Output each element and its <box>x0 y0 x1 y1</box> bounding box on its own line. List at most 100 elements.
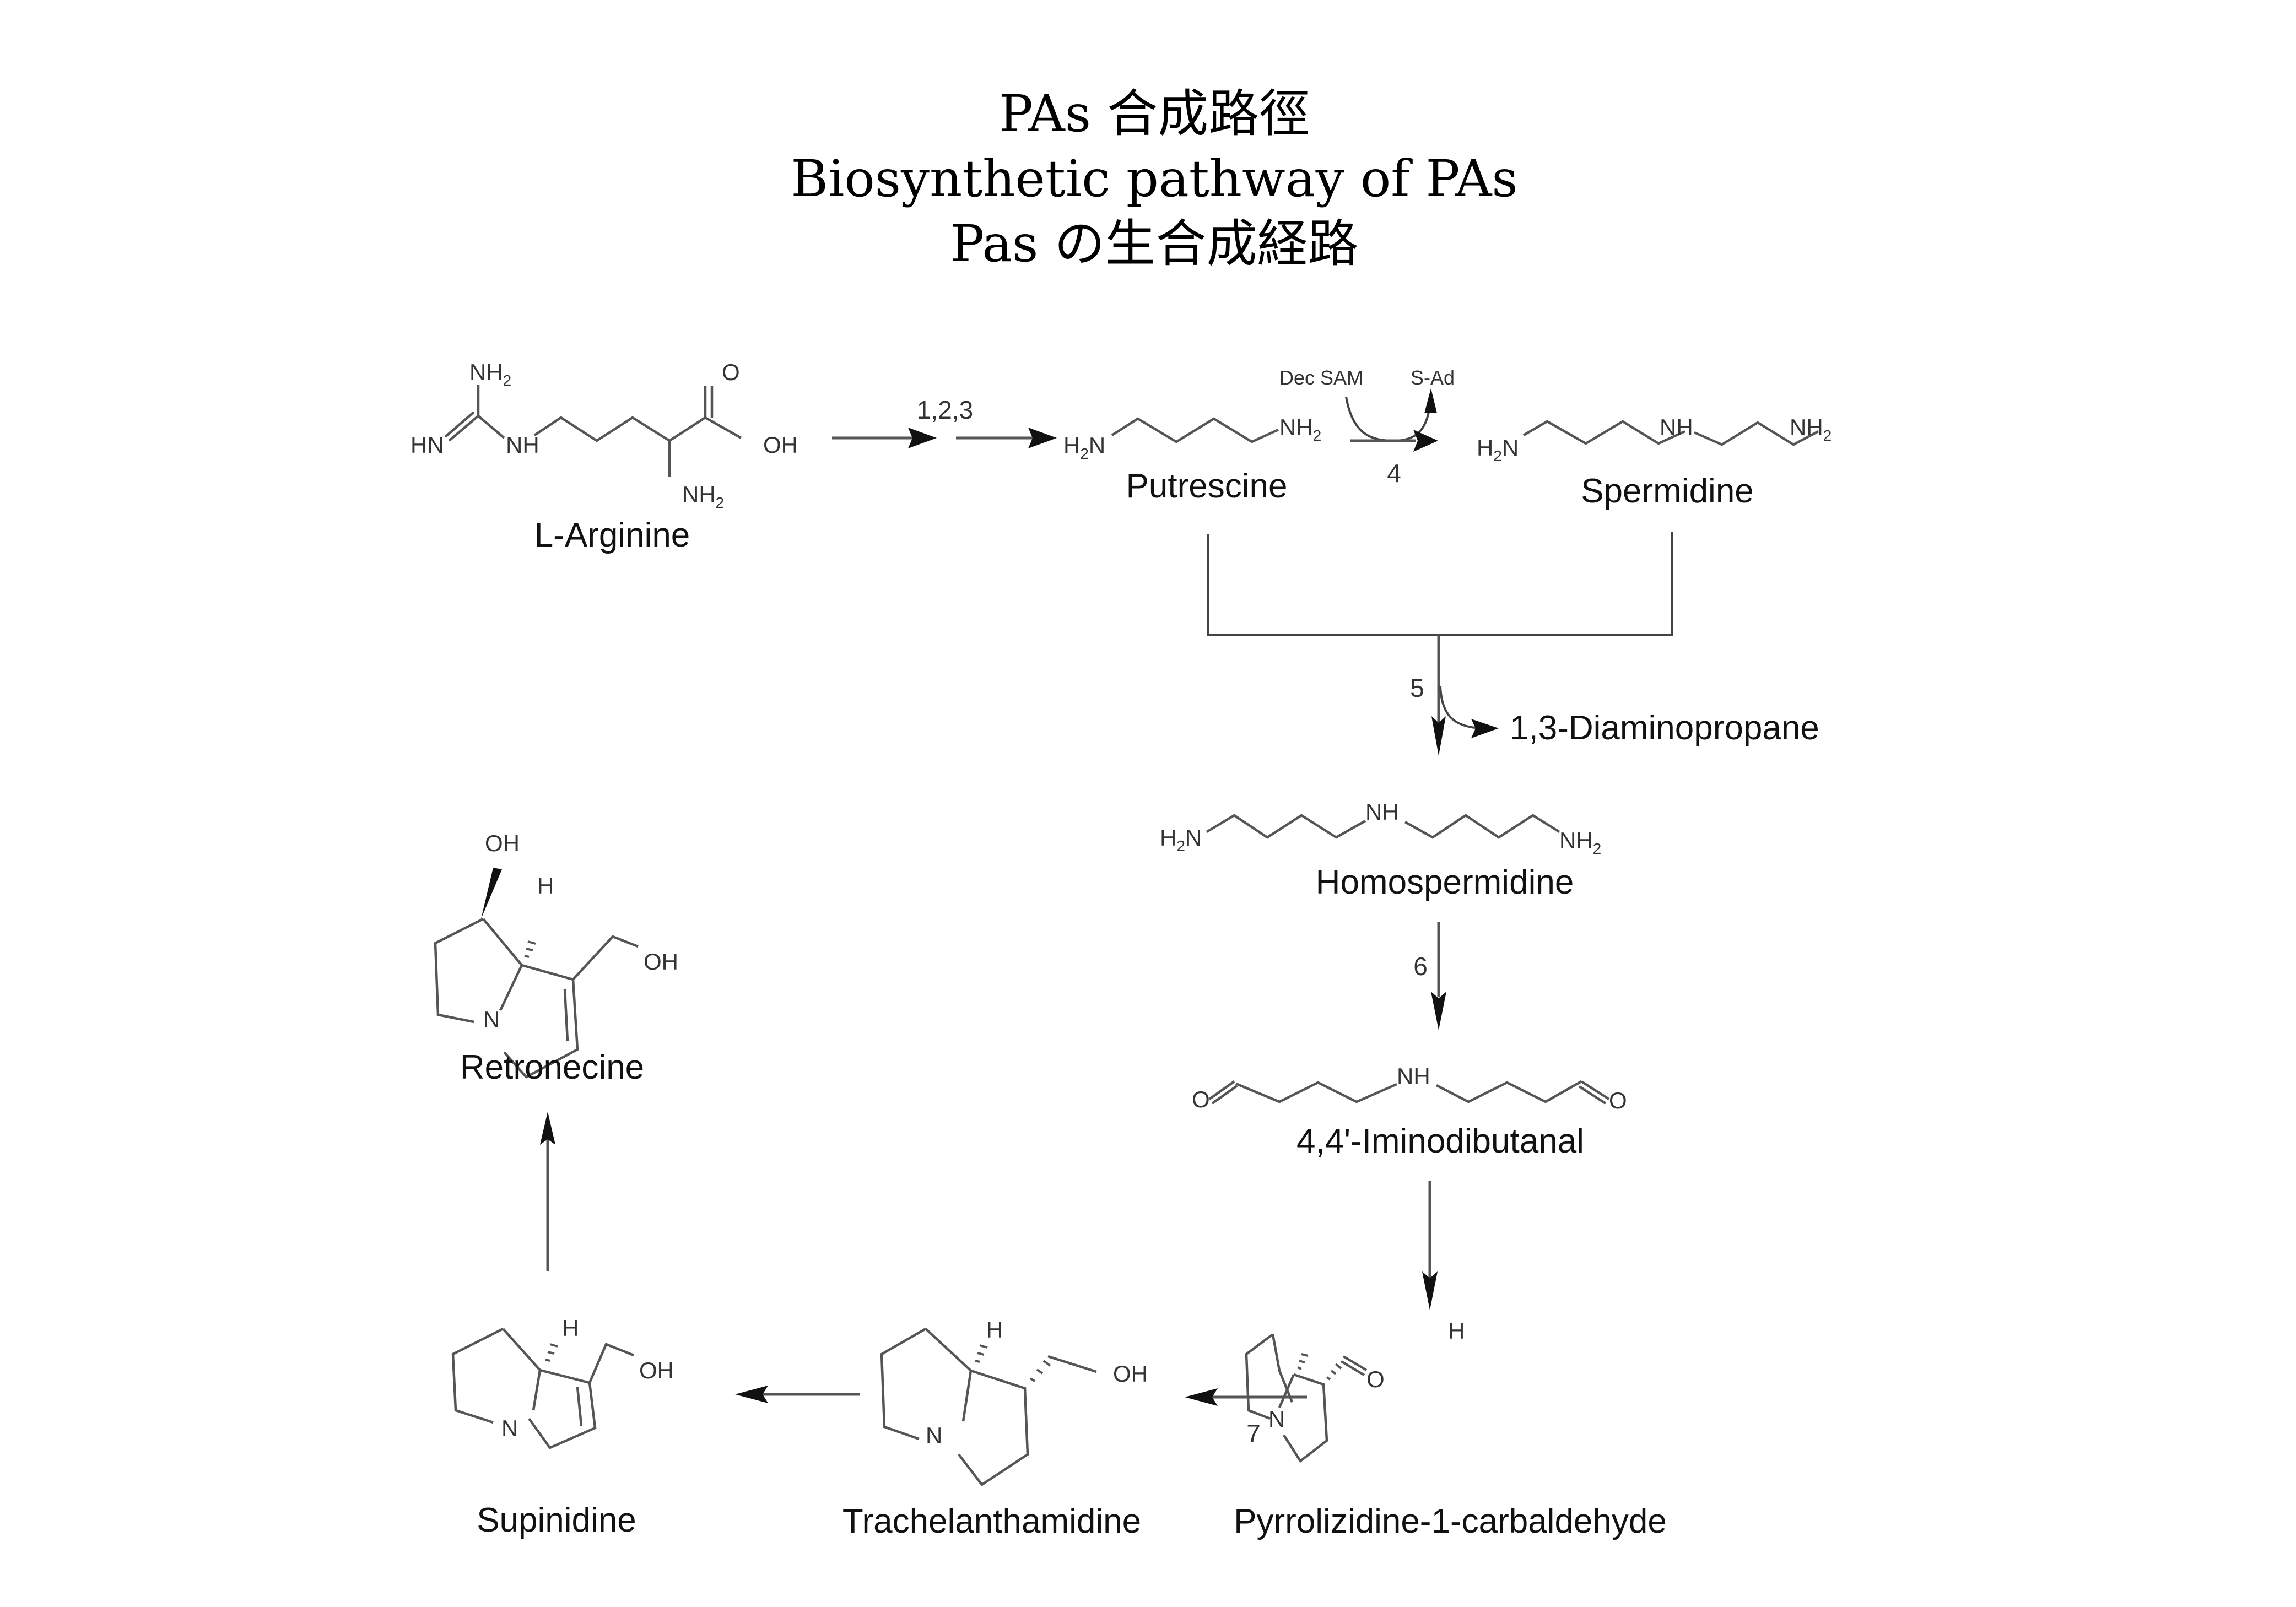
arrow-head <box>1185 1388 1218 1406</box>
ring-right <box>503 964 579 1079</box>
carbon-chain <box>1522 420 1685 445</box>
carbon-chain <box>1111 417 1279 443</box>
compound-name-retronecine: Retronecine <box>460 1048 644 1086</box>
compound-spermidine: H2N NH NH2 Spermidine <box>1477 414 1832 510</box>
compound-name-spermidine: Spermidine <box>1581 472 1754 510</box>
atom-h: H <box>562 1315 579 1341</box>
arrow-dehydrogenation <box>735 1386 860 1403</box>
compound-iminodibutanal: O NH O 4,4'-Iminodibutanal <box>1192 1063 1627 1160</box>
atom-nh: NH <box>1365 799 1399 825</box>
atom-nh2: NH2 <box>1279 414 1321 444</box>
hash-bond <box>1330 1370 1337 1375</box>
hash-bond <box>524 955 530 958</box>
atom-oh-top: OH <box>485 830 520 856</box>
carbon-chain <box>1235 1081 1397 1103</box>
atom-nh2: NH2 <box>1790 414 1832 444</box>
hash-bond <box>527 940 536 945</box>
ring-right <box>958 1369 1029 1487</box>
compound-name-pyrrolizidine-1-carbaldehyde: Pyrrolizidine-1-carbaldehyde <box>1234 1502 1667 1540</box>
compound-putrescine: H2N NH2 Putrescine <box>1063 414 1321 505</box>
ring-right <box>528 1368 597 1449</box>
atom-nh2: NH2 <box>469 359 511 389</box>
step-label-6: 6 <box>1413 952 1428 981</box>
hash-bond <box>545 1359 550 1362</box>
bond <box>477 415 505 439</box>
atom-nh: NH <box>1397 1063 1430 1089</box>
arrow-head <box>908 428 937 448</box>
compound-name-l-arginine: L-Arginine <box>534 516 690 554</box>
atom-h: H <box>537 873 554 899</box>
compound-l-arginine: NH2 HN NH O OH NH2 L-Arginine <box>410 359 798 554</box>
arrow-cyclization <box>1422 1181 1438 1310</box>
compound-trachelanthamidine: H N OH Trachelanthamidine <box>842 1317 1148 1540</box>
arrow-step-5: 5 1,3-Diaminopropane <box>1207 532 1819 756</box>
cofactor-dec-sam: Dec SAM <box>1279 366 1363 389</box>
arrow-step-7: 7 <box>1185 1388 1307 1448</box>
atom-o-right: O <box>1609 1087 1627 1113</box>
step-label-1-2-3: 1,2,3 <box>917 396 973 424</box>
arrow-head <box>735 1386 768 1403</box>
atom-oh: OH <box>639 1357 674 1383</box>
arrow-head <box>1422 1271 1438 1310</box>
atom-n: N <box>483 1007 500 1032</box>
hash-bond <box>526 948 533 951</box>
compound-name-homospermidine: Homospermidine <box>1316 863 1574 901</box>
compound-name-supinidine: Supinidine <box>477 1501 636 1539</box>
atom-h2n: H2N <box>1477 435 1519 464</box>
step-label-5: 5 <box>1410 674 1424 702</box>
atom-h: H <box>986 1317 1003 1343</box>
atom-h2n: H2N <box>1063 432 1105 462</box>
arrow-head <box>1471 719 1499 738</box>
compound-supinidine: H N OH Supinidine <box>451 1315 674 1539</box>
wedge-bond <box>481 868 502 919</box>
bond <box>1047 1355 1097 1373</box>
compound-pyrrolizidine-1-carbaldehyde: H N O Pyrrolizidine-1-carbaldehyde <box>1234 1318 1667 1540</box>
carbonyl-double-bond <box>1340 1355 1368 1376</box>
atom-o-left: O <box>1192 1086 1210 1112</box>
title-japanese: Pas の生合成経路 <box>950 214 1358 273</box>
atom-nh: NH <box>506 432 539 458</box>
compound-name-putrescine: Putrescine <box>1126 467 1288 505</box>
arrow-step-6: 6 <box>1413 922 1446 1030</box>
compound-homospermidine: H2N NH NH2 Homospermidine <box>1160 799 1601 901</box>
hash-bond <box>977 1352 985 1356</box>
arrow-head <box>1424 388 1437 413</box>
carbonyl-double-bond <box>704 386 714 418</box>
atom-oh: OH <box>1113 1361 1148 1387</box>
atom-hn: HN <box>410 432 444 458</box>
compound-retronecine: OH H N OH Retronecine <box>434 830 678 1086</box>
arrow-head <box>1431 992 1446 1030</box>
arrow-step-4: Dec SAM S-Ad 4 <box>1279 366 1455 488</box>
hash-bond <box>1036 1368 1044 1375</box>
atom-o: O <box>1366 1366 1385 1392</box>
title-block: PAs 合成路徑 Biosynthetic pathway of PAs Pas… <box>791 84 1517 273</box>
arrow-step-1-2-3: 1,2,3 <box>832 396 1057 448</box>
hash-bond <box>975 1360 980 1363</box>
title-chinese: PAs 合成路徑 <box>999 84 1310 143</box>
bond <box>572 935 639 981</box>
atom-oh: OH <box>763 432 798 458</box>
hash-bond <box>1326 1376 1331 1381</box>
compound-name-trachelanthamidine: Trachelanthamidine <box>842 1502 1141 1540</box>
double-bond <box>444 411 479 442</box>
hash-bond <box>979 1344 988 1349</box>
arrow-head <box>1431 716 1446 756</box>
arrow-head <box>540 1112 555 1145</box>
atom-h2n: H2N <box>1160 825 1202 854</box>
bond <box>588 1343 634 1383</box>
hash-bond <box>1301 1353 1309 1357</box>
ring-left <box>1245 1333 1294 1420</box>
arrow-head <box>1028 428 1057 448</box>
compound-name-iminodibutanal: 4,4'-Iminodibutanal <box>1296 1122 1584 1160</box>
cofactor-s-ad: S-Ad <box>1411 366 1455 389</box>
carbonyl-double-bond <box>1578 1080 1610 1105</box>
carbon-chain <box>1404 814 1560 839</box>
atom-n: N <box>1268 1406 1285 1432</box>
step-label-4: 4 <box>1387 459 1401 488</box>
carbonyl-double-bond <box>1208 1080 1238 1105</box>
hash-bond <box>1029 1377 1036 1382</box>
arrow-hydroxylation <box>540 1112 555 1271</box>
hash-bond <box>549 1343 558 1348</box>
